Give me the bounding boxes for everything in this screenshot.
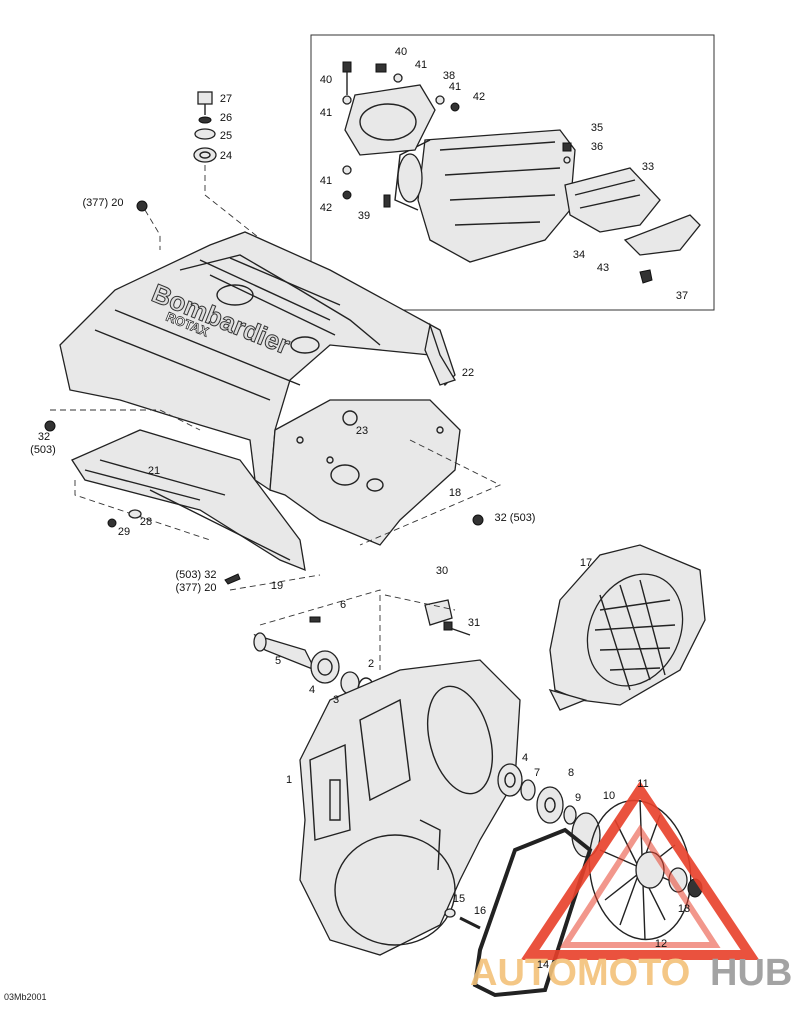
clamp-block: [424, 599, 471, 636]
callout-c22: 22: [462, 367, 474, 379]
crank-shaft-assembly: [253, 616, 375, 703]
pulley-stack: [497, 763, 577, 825]
engine-upper-cover: Bombardier ROTAX: [59, 231, 456, 492]
watermark-triangle: [520, 780, 760, 960]
callout-c3: 3: [333, 694, 339, 706]
callout-c11: 11: [637, 778, 648, 790]
callout-c32a: 32: [38, 431, 50, 443]
callout-c28: 28: [140, 516, 152, 528]
callout-c19: 19: [271, 580, 283, 592]
callout-c40b: 40: [320, 74, 332, 86]
callout-c6: 6: [340, 599, 346, 611]
callout-c5: 5: [275, 655, 281, 667]
callout-c42a: 42: [473, 91, 485, 103]
callout-c27: 27: [220, 93, 232, 105]
drawing-code: 03Mb2001: [4, 992, 47, 1002]
callout-labels: 4040413841424127262524353633414239344337…: [30, 46, 690, 971]
callout-c377_20b: (377) 20: [176, 582, 217, 594]
callout-c33: 33: [642, 161, 654, 173]
drive-belt: [472, 827, 593, 998]
callout-c4b: 4: [522, 752, 528, 764]
callout-c12: 12: [655, 938, 667, 950]
callout-c30: 30: [436, 565, 448, 577]
callout-c16: 16: [474, 905, 486, 917]
callout-c35: 35: [591, 122, 603, 134]
callout-c14: 14: [537, 959, 549, 971]
watermark-text-auto: AUTO: [470, 952, 577, 994]
callout-c25: 25: [220, 130, 232, 142]
callout-c7: 7: [534, 767, 540, 779]
callout-c9: 9: [575, 792, 581, 804]
callout-c38: 38: [443, 70, 455, 82]
watermark-text-moto: MOTO: [577, 952, 690, 994]
callout-c42b: 42: [320, 202, 332, 214]
callout-c41d: 41: [320, 175, 332, 187]
callout-c503a: (503): [30, 444, 56, 456]
callout-c36: 36: [591, 141, 603, 153]
watermark-logo: AUTO MOTO HUB: [470, 780, 792, 994]
callout-c503_32: (503) 32: [176, 569, 217, 581]
engine-base-plate: [269, 399, 461, 546]
callout-c13: 13: [678, 903, 690, 915]
callout-c41b: 41: [449, 81, 461, 93]
callout-c23: 23: [356, 425, 368, 437]
callout-c21: 21: [148, 465, 160, 477]
callout-c37: 37: [676, 290, 688, 302]
callout-c31: 31: [468, 617, 480, 629]
callout-c24: 24: [220, 150, 232, 162]
callout-c8: 8: [568, 767, 574, 779]
callout-c377_20a: (377) 20: [83, 197, 124, 209]
air-silencer-assembly: [342, 61, 701, 284]
callout-c10: 10: [603, 790, 615, 802]
callout-c39: 39: [358, 210, 370, 222]
callout-c1: 1: [286, 774, 292, 786]
mounting-rail: [71, 429, 306, 572]
callout-c18: 18: [449, 487, 461, 499]
callout-c32b: 32 (503): [495, 512, 536, 524]
small-fasteners: [44, 200, 484, 585]
callout-c29: 29: [118, 526, 130, 538]
fan-shroud: [548, 544, 706, 711]
watermark-text-hub: HUB: [710, 952, 792, 994]
callout-c26: 26: [220, 112, 232, 124]
callout-c2: 2: [368, 658, 374, 670]
callout-c40a: 40: [395, 46, 407, 58]
callout-c15: 15: [453, 893, 465, 905]
callout-c41c: 41: [320, 107, 332, 119]
callout-c34: 34: [573, 249, 585, 261]
callout-c43: 43: [597, 262, 609, 274]
mount-hardware-stack: [193, 91, 217, 163]
callout-c41a: 41: [415, 59, 427, 71]
callout-c4a: 4: [309, 684, 315, 696]
callout-c17: 17: [580, 557, 592, 569]
intake-inset-frame: [310, 34, 715, 311]
fan-housing: [299, 659, 521, 956]
housing-bolt: [444, 908, 481, 930]
